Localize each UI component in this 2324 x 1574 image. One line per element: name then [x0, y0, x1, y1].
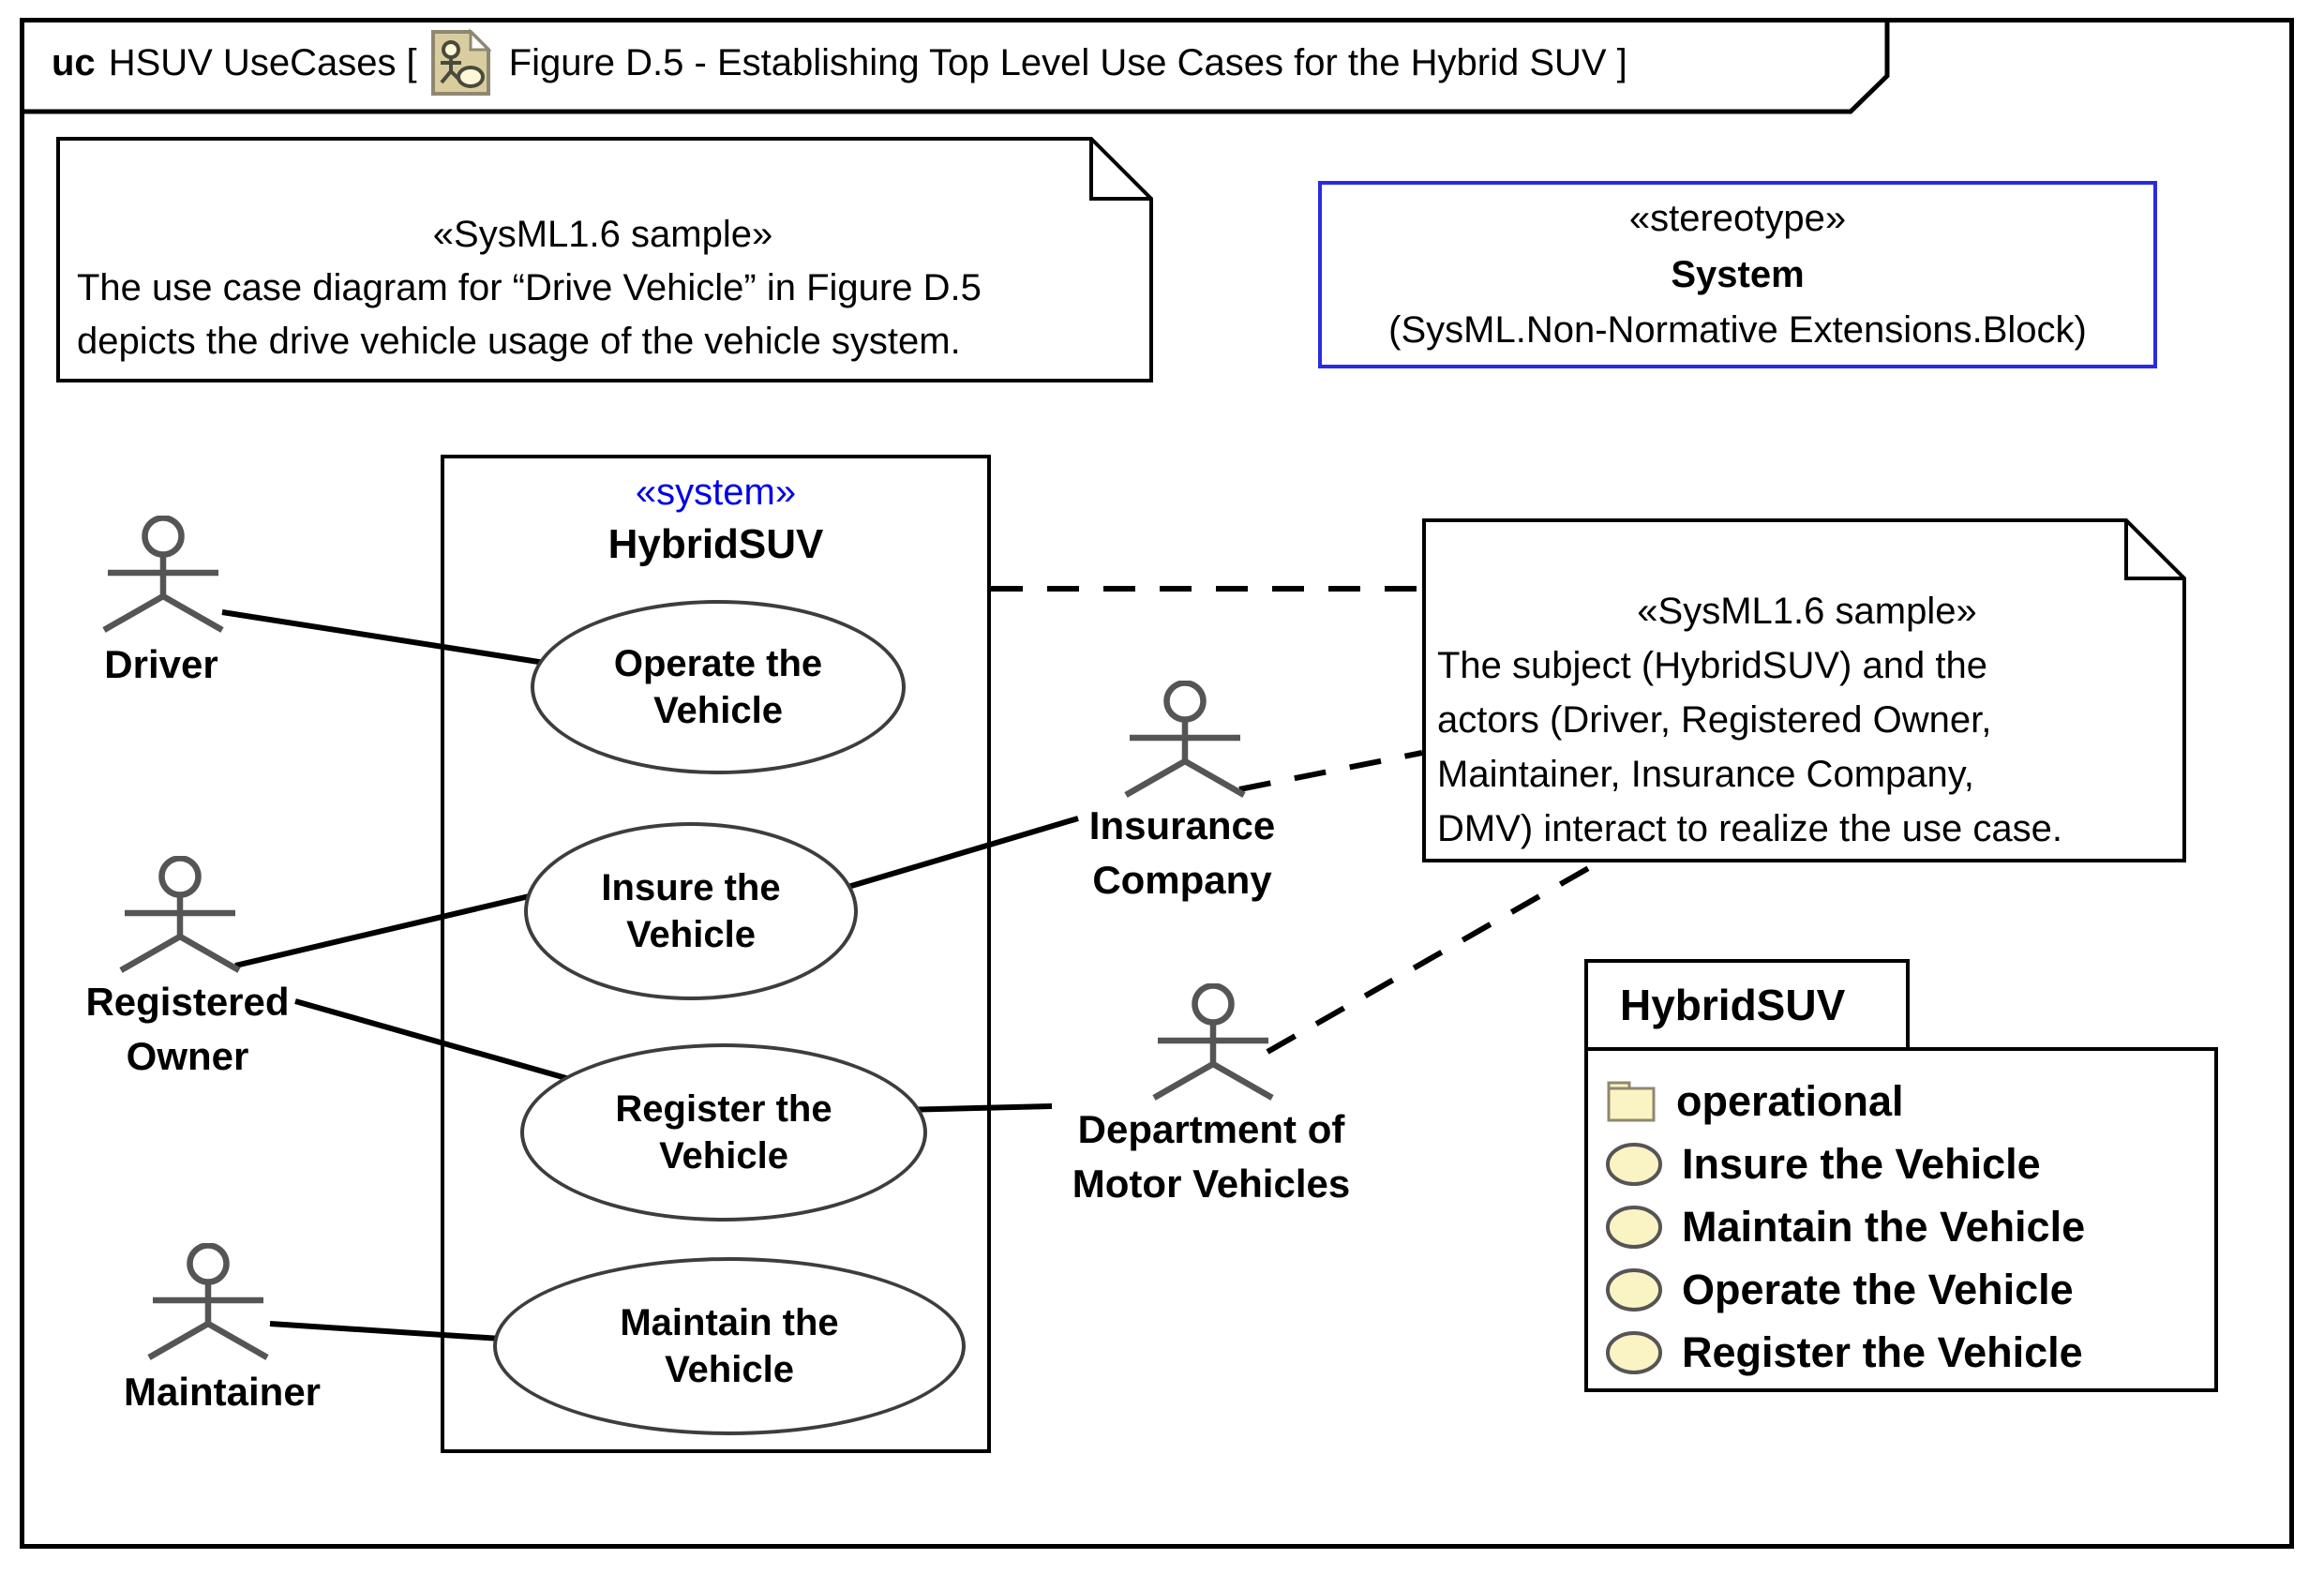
anchor-insurance-note: [1238, 750, 1423, 792]
association-register-dmv: [899, 1103, 1053, 1113]
association-insure-insurance-company: [841, 816, 1079, 892]
actor-maintainer-icon: [147, 1243, 269, 1360]
package-item-label: Maintain the Vehicle: [1682, 1202, 2086, 1251]
usecase-label: Insure the: [601, 867, 781, 908]
package-name: HybridSUV: [1620, 981, 1846, 1029]
usecase-icon: [1606, 1205, 1662, 1249]
note-subject-actors: «SysML1.6 sample» The subject (HybridSUV…: [1422, 518, 2186, 862]
note-shape: [1422, 518, 2186, 862]
usecase-label: Vehicle: [626, 914, 756, 955]
package-item-register: Register the Vehicle: [1605, 1321, 2214, 1384]
usecase-maintain-the-vehicle: Maintain the Vehicle: [493, 1257, 966, 1435]
actor-registered-owner-label: Registered Owner: [85, 975, 289, 1084]
note-line: The use case diagram for “Drive Vehicle”…: [77, 267, 982, 308]
usecase-label: Vehicle: [659, 1135, 788, 1177]
note-line: Maintainer, Insurance Company,: [1437, 754, 1974, 795]
actor-label-line: Company: [1092, 858, 1272, 902]
actor-driver-icon: [102, 516, 224, 633]
association-owner-register: [294, 998, 587, 1087]
note-stereotype: «SysML1.6 sample»: [432, 214, 773, 255]
package-hybridsuv-tab: HybridSUV: [1584, 959, 1910, 1051]
actor-maintainer-label: Maintainer: [123, 1370, 322, 1414]
usecase-label: Maintain the: [620, 1302, 839, 1343]
usecase-label: Operate the: [613, 643, 823, 684]
usecase-operate-the-vehicle: Operate the Vehicle: [531, 600, 906, 774]
actor-label-line: Registered: [85, 980, 290, 1024]
usecase-register-the-vehicle: Register the Vehicle: [520, 1043, 927, 1222]
note-line: DMV) interact to realize the use case.: [1437, 808, 2062, 849]
system-boundary-stereotype: «system»: [635, 472, 797, 513]
package-item-maintain: Maintain the Vehicle: [1605, 1195, 2214, 1258]
actor-label-line: Motor Vehicles: [1072, 1162, 1351, 1206]
usecase-diagram-icon: [428, 28, 494, 97]
frame-model-name: HSUV UseCases [: [108, 41, 417, 83]
association-maintainer-maintain: [269, 1321, 531, 1343]
usecase-label: Register the: [615, 1088, 832, 1130]
package-item-operate: Operate the Vehicle: [1605, 1258, 2214, 1321]
usecase-icon: [1606, 1142, 1662, 1186]
frame-kind-keyword: uc: [52, 41, 96, 83]
frame-title: uc HSUV UseCases [ Figure D.5 - Establis…: [20, 18, 1885, 108]
actor-dmv-label: Department of Motor Vehicles: [1072, 1102, 1350, 1211]
package-item-label: operational: [1676, 1076, 1904, 1125]
actor-insurance-company-icon: [1124, 681, 1246, 798]
note-stereotype: «SysML1.6 sample»: [1637, 591, 1977, 632]
package-item-label: Operate the Vehicle: [1682, 1265, 2074, 1313]
package-hybridsuv-body: operational Insure the Vehicle Maintain …: [1584, 1047, 2218, 1392]
actor-insurance-company-label: Insurance Company: [1089, 799, 1275, 907]
usecase-label: Vehicle: [665, 1349, 794, 1390]
stereotype-system-block: «stereotype» System (SysML.Non-Normative…: [1318, 181, 2157, 368]
note-text: «SysML1.6 sample» The use case diagram f…: [56, 137, 1153, 368]
usecase-icon: [1606, 1330, 1662, 1374]
package-item-label: Insure the Vehicle: [1682, 1139, 2041, 1188]
usecase-icon: [1606, 1267, 1662, 1312]
anchor-dmv-note: [1266, 860, 1600, 1055]
association-driver-operate: [221, 609, 563, 668]
note-line: actors (Driver, Registered Owner,: [1437, 699, 1992, 741]
note-line: The subject (HybridSUV) and the: [1437, 645, 1987, 686]
system-boundary-name: HybridSUV: [607, 521, 824, 567]
package-item-operational: operational: [1605, 1070, 2214, 1132]
note-text: «SysML1.6 sample» The subject (HybridSUV…: [1422, 518, 2186, 856]
note-drive-vehicle: «SysML1.6 sample» The use case diagram f…: [56, 137, 1153, 382]
package-item-label: Register the Vehicle: [1682, 1327, 2083, 1376]
actor-label-line: Department of: [1077, 1107, 1345, 1151]
package-item-insure: Insure the Vehicle: [1605, 1132, 2214, 1195]
usecase-label: Vehicle: [653, 690, 783, 731]
note-shape: [56, 137, 1153, 382]
frame-figure-title: Figure D.5 - Establishing Top Level Use …: [508, 41, 1627, 83]
stereotype-name: System: [1671, 253, 1805, 295]
usecase-insure-the-vehicle: Insure the Vehicle: [524, 822, 858, 1000]
actor-label-line: Owner: [126, 1034, 249, 1078]
system-boundary-hybridsuv: [441, 455, 991, 1453]
actor-label-line: Insurance: [1088, 803, 1276, 847]
actor-driver-label: Driver: [104, 642, 218, 686]
actor-registered-owner-icon: [119, 856, 241, 973]
actor-dmv-icon: [1152, 983, 1274, 1101]
stereotype-path: (SysML.Non-Normative Extensions.Block): [1388, 308, 2087, 351]
folder-icon: [1607, 1081, 1656, 1121]
stereotype-keyword: «stereotype»: [1628, 198, 1847, 240]
note-line: depicts the drive vehicle usage of the v…: [77, 321, 961, 362]
association-owner-insure: [234, 888, 554, 968]
